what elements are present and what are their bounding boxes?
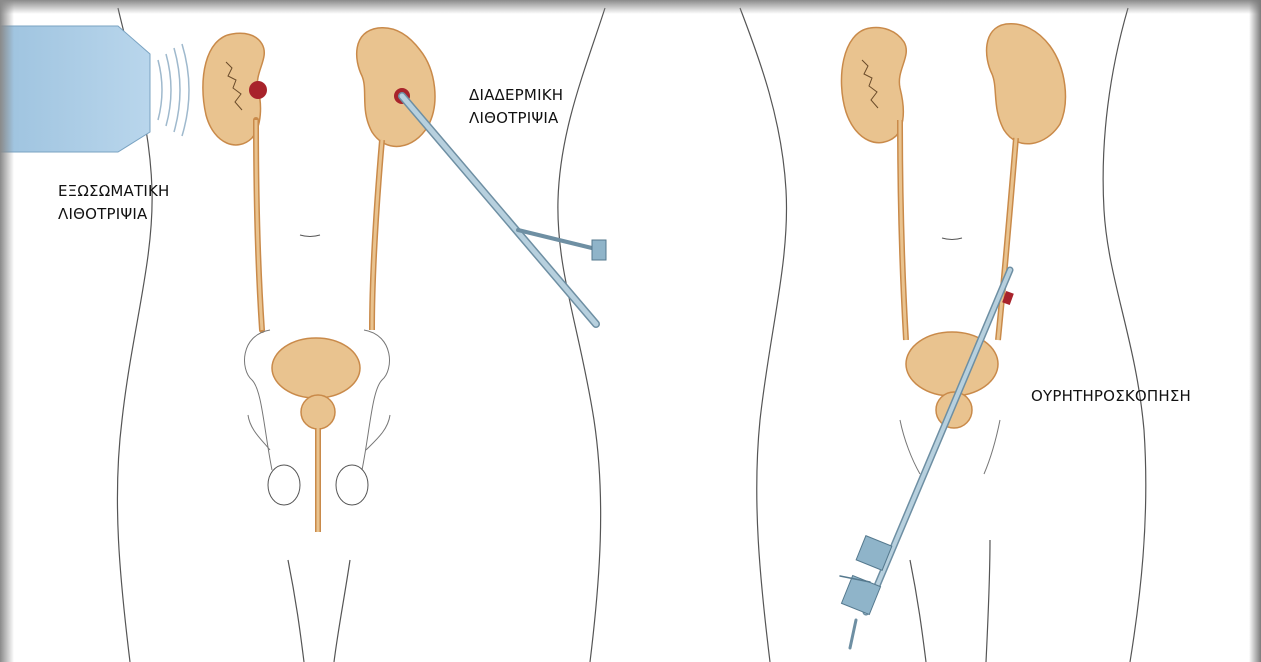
pcnl-label: ΔΙΑΔΕΡΜΙΚΗ ΛΙΘΟΤΡΙΨΙΑ [469,84,563,130]
ureteroscopy-label: ΟΥΡΗΤΗΡΟΣΚΟΠΗΣΗ [1031,385,1191,408]
frame-shadow-right [1249,0,1261,662]
pcnl-label-line2: ΛΙΘΟΤΡΙΨΙΑ [469,109,558,127]
frame-shadow-left [0,0,14,662]
kidney-stone [249,81,267,99]
eswt-label: ΕΞΩΣΩΜΑΤΙΚΗ ΛΙΘΟΤΡΙΨΙΑ [58,180,169,226]
lithotripter-device [0,26,189,152]
ureteroscope-instrument [840,270,1014,648]
frame-shadow-top [0,0,1261,14]
right-right-kidney [841,28,906,143]
bladder [272,338,360,398]
bladder [906,332,998,396]
left-urinary-system [203,28,435,532]
nephroscope-instrument [402,96,606,324]
left-left-kidney [357,28,435,147]
pcnl-label-line1: ΔΙΑΔΕΡΜΙΚΗ [469,86,563,104]
right-left-kidney [987,24,1066,144]
eswt-label-line1: ΕΞΩΣΩΜΑΤΙΚΗ [58,182,169,200]
prostate [301,395,335,429]
eswt-label-line2: ΛΙΘΟΤΡΙΨΙΑ [58,205,147,223]
